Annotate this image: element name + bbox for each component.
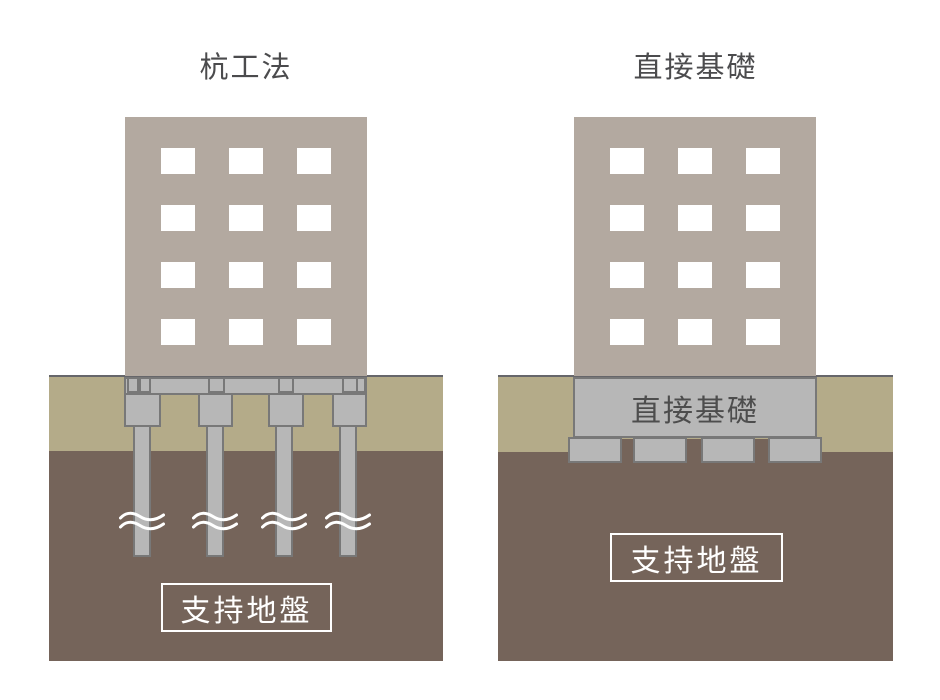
- pile-break-icon: [325, 511, 371, 531]
- footing: [633, 437, 687, 463]
- window: [297, 262, 331, 288]
- pile-break-icon: [192, 511, 238, 531]
- building: [125, 117, 367, 376]
- panel-title-direct: 直接基礎: [633, 52, 758, 84]
- window: [610, 205, 644, 231]
- window: [678, 205, 712, 231]
- pile-shaft: [339, 425, 357, 557]
- window: [746, 205, 780, 231]
- pile-cap: [198, 393, 233, 427]
- direct-foundation-label: 直接基礎: [631, 394, 759, 428]
- building: [574, 117, 816, 376]
- window: [678, 148, 712, 174]
- support-soil-layer: [498, 452, 893, 661]
- pile-break-icon: [261, 511, 307, 531]
- support-soil-layer: [49, 451, 443, 661]
- window: [297, 319, 331, 345]
- window: [678, 319, 712, 345]
- window: [161, 262, 195, 288]
- beam-joint: [208, 377, 225, 393]
- pile-break-icon: [119, 511, 165, 531]
- direct-foundation-block: 直接基礎: [573, 377, 817, 438]
- support-ground-label-text: 支持地盤: [630, 544, 763, 578]
- window: [229, 262, 263, 288]
- window: [297, 205, 331, 231]
- window: [229, 205, 263, 231]
- beam-joint: [356, 377, 366, 393]
- window: [229, 148, 263, 174]
- pile-shaft: [206, 425, 224, 557]
- pile-cap: [124, 393, 161, 427]
- footing: [568, 437, 622, 463]
- panel-title-pile: 杭工法: [199, 52, 293, 84]
- support-ground-label: 支持地盤: [161, 583, 332, 632]
- window: [678, 262, 712, 288]
- window: [229, 319, 263, 345]
- window: [297, 148, 331, 174]
- foundation-trench: [568, 439, 822, 453]
- pile-shaft: [133, 425, 151, 557]
- pile-cap: [332, 393, 367, 427]
- window: [610, 319, 644, 345]
- support-ground-label-text: 支持地盤: [180, 594, 313, 628]
- window: [610, 148, 644, 174]
- window: [161, 319, 195, 345]
- footing: [768, 437, 822, 463]
- footing: [701, 437, 755, 463]
- pile-shaft: [275, 425, 293, 557]
- beam-joint: [127, 377, 139, 393]
- window: [746, 262, 780, 288]
- foundation-beam: [124, 377, 367, 395]
- support-ground-label: 支持地盤: [610, 533, 783, 582]
- window: [161, 148, 195, 174]
- beam-joint: [139, 377, 151, 393]
- window: [746, 319, 780, 345]
- beam-joint: [278, 377, 294, 393]
- window: [746, 148, 780, 174]
- window: [610, 262, 644, 288]
- window: [161, 205, 195, 231]
- pile-cap: [268, 393, 304, 427]
